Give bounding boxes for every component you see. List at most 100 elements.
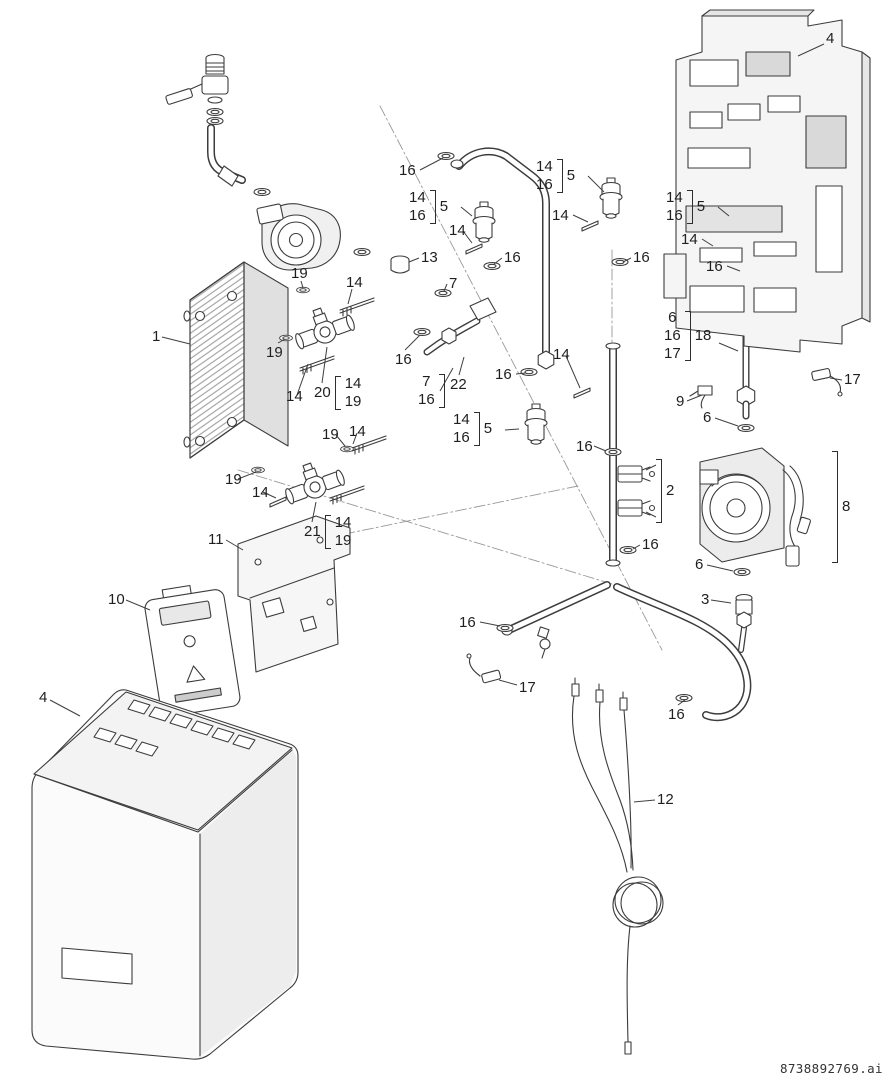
callout-label: 14	[344, 375, 362, 392]
leader-line	[311, 501, 317, 523]
callout-label: 19	[225, 471, 242, 488]
part-17-sensors	[466, 368, 843, 684]
callout-bracket	[556, 159, 563, 193]
callout-label: 14	[449, 222, 466, 239]
callout-16-left: 16	[504, 249, 521, 267]
callout-16-g: 16	[668, 706, 685, 724]
leader-line	[321, 346, 328, 384]
callout-label: 12	[657, 791, 674, 808]
callout-bracket	[684, 311, 691, 361]
leader-line	[645, 511, 657, 518]
callout-14-b: 14	[553, 346, 570, 364]
leader-line	[726, 265, 741, 272]
callout-19-c: 19	[322, 426, 339, 444]
callout-17-b: 17	[519, 679, 536, 697]
callout-bracket	[429, 190, 436, 224]
callout-label: 22	[450, 376, 467, 393]
leader-line	[714, 417, 739, 427]
callout-label: 14	[681, 231, 698, 248]
callout-label: 16	[706, 258, 723, 275]
callout-label: 1	[152, 328, 161, 345]
part-8-pump	[699, 447, 811, 567]
callout-label: 14	[334, 514, 352, 531]
callout-label: 10	[108, 591, 125, 608]
leader-line	[587, 175, 605, 193]
callout-label: 6	[695, 556, 704, 573]
callout-7: 7	[449, 275, 457, 293]
leader-line	[829, 377, 843, 381]
callout-11: 11	[208, 531, 224, 549]
callout-label: 14	[286, 388, 303, 405]
leader-line	[515, 372, 527, 375]
callout-label: 2	[666, 482, 675, 499]
leader-line	[161, 336, 191, 345]
callout-label: 16	[459, 614, 476, 631]
leader-line	[347, 288, 353, 305]
leader-line	[458, 356, 465, 376]
leader-line	[718, 342, 739, 352]
leader-line	[645, 464, 657, 471]
leader-line	[300, 280, 304, 289]
part-13-plug	[390, 255, 410, 274]
leader-line	[335, 434, 346, 447]
part-10-control-unit	[144, 584, 241, 717]
leader-line	[593, 445, 607, 452]
callout-16-b: 16	[395, 351, 412, 369]
callout-label: 17	[664, 345, 681, 362]
callout-bracket	[438, 374, 445, 408]
leader-line	[632, 544, 641, 550]
part-9-clip	[689, 385, 713, 409]
leader-line	[504, 428, 520, 431]
leader-line	[296, 363, 309, 396]
callout-label: 5	[566, 167, 576, 184]
callout-label: 16	[633, 249, 650, 266]
callout-3: 3	[701, 591, 709, 609]
callout-label: 19	[291, 265, 308, 282]
callout-16-mid: 16	[633, 249, 650, 267]
callout-16-right: 16	[706, 258, 723, 276]
leader-line	[677, 699, 686, 706]
callout-14-a: 14	[346, 274, 363, 292]
leader-line	[498, 679, 518, 686]
leader-line	[706, 564, 734, 572]
callout-label: 16	[409, 207, 426, 224]
callout-label: 7	[422, 373, 431, 390]
callout-label: 4	[39, 689, 48, 706]
callout-label: 16	[666, 207, 683, 224]
callout-label: 14	[552, 207, 569, 224]
callout-16-c: 16	[495, 366, 512, 384]
callout-14-left: 14	[449, 222, 466, 240]
callout-label: 16	[576, 438, 593, 455]
leader-line	[419, 157, 444, 171]
part-12-cable-harness	[571, 677, 664, 1055]
callout-8: 8	[832, 451, 850, 563]
callout-16-f: 16	[459, 614, 476, 632]
callout-4-casing: 4	[39, 689, 47, 707]
callout-label: 14	[453, 411, 470, 428]
callout-label: 14	[409, 189, 426, 206]
leader-line	[225, 539, 244, 551]
callout-bracket	[686, 190, 693, 224]
leader-line	[797, 43, 825, 57]
leader-line	[686, 394, 703, 402]
callout-bracket	[832, 451, 838, 563]
leader-line	[404, 334, 421, 351]
callout-4-plate: 4	[826, 30, 834, 48]
callout-label: 16	[664, 327, 681, 344]
leader-line	[710, 599, 732, 604]
callout-label: 19	[334, 532, 352, 549]
callout-label: 14	[349, 423, 366, 440]
callout-label: 6	[703, 409, 712, 426]
